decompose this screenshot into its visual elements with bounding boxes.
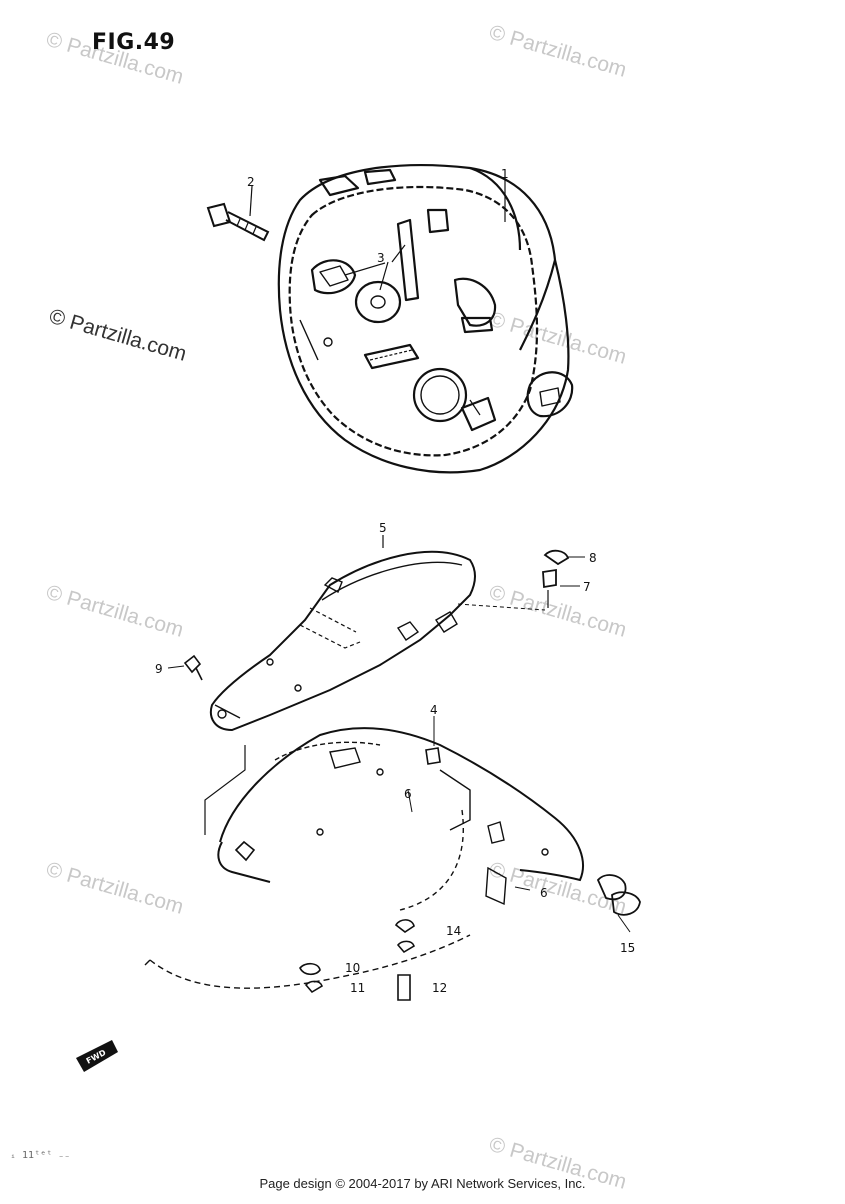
bolt-part-9: [167, 654, 203, 681]
callout-8: 8: [589, 551, 597, 565]
callout-5: 5: [379, 521, 387, 535]
bolt-part-2: [206, 185, 270, 242]
nut-part-4: [425, 716, 441, 765]
callout-3: 3: [377, 251, 385, 265]
watermark: © Partzilla.com: [487, 581, 629, 642]
grommet-part-15: [596, 874, 641, 933]
callout-11: 11: [350, 981, 365, 995]
figure-title: FIG.49: [92, 30, 176, 55]
front-fender-part-6: [144, 727, 584, 989]
leader-lines-upper: [344, 178, 506, 291]
watermark: © Partzilla.com: [487, 308, 629, 369]
fender-brace-part-5: [210, 535, 476, 732]
screw-part-7-8: [457, 549, 585, 611]
watermark: © Partzilla.com: [44, 858, 186, 919]
callout-4: 4: [430, 703, 438, 717]
watermark: © Partzilla.com: [487, 858, 629, 919]
callout-9: 9: [155, 662, 163, 676]
callout-6b: 6: [540, 886, 548, 900]
callout-7: 7: [583, 580, 591, 594]
callout-2: 2: [247, 175, 255, 189]
footer-credit: Page design © 2004-2017 by ARI Network S…: [259, 1176, 586, 1191]
fwd-arrow: FWD: [76, 1040, 118, 1072]
callout-15: 15: [620, 941, 635, 955]
watermark: © Partzilla.com: [47, 305, 189, 366]
hardware-parts-10-14: [299, 919, 415, 1001]
callout-10: 10: [345, 961, 360, 975]
callout-14: 14: [446, 924, 461, 938]
watermark-group: © Partzilla.com © Partzilla.com © Partzi…: [44, 21, 629, 1194]
callout-1: 1: [501, 167, 509, 181]
callout-6a: 6: [404, 787, 412, 801]
headlight-housing: [277, 164, 574, 474]
watermark: © Partzilla.com: [44, 581, 186, 642]
watermark: © Partzilla.com: [487, 21, 629, 82]
page-code: ᵢ 11ᵗᵉᵗ ₋₋: [10, 1150, 71, 1161]
callout-12: 12: [432, 981, 447, 995]
callout-labels: 1 2 3 4 5 6 6 7 8 9 10 11 12 14 15: [155, 167, 635, 995]
